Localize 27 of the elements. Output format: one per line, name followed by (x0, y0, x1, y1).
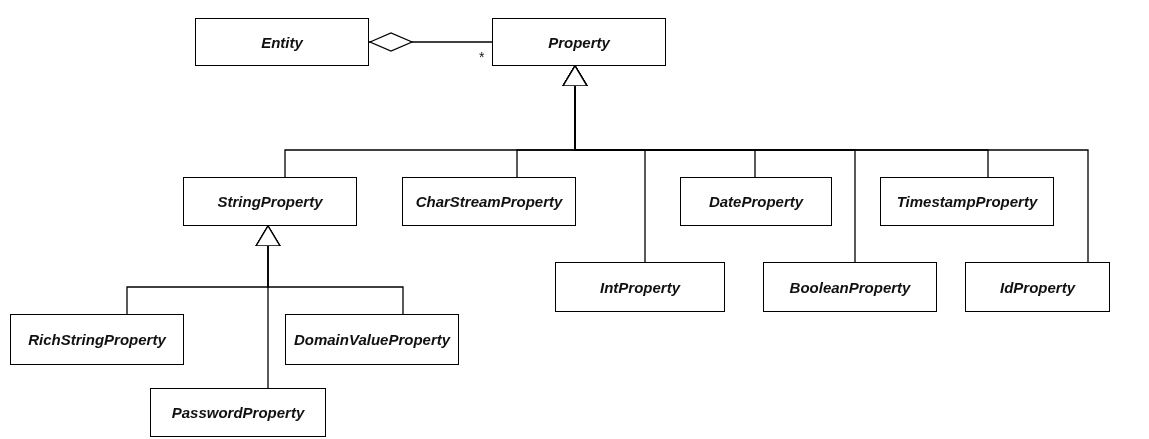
class-box (402, 177, 576, 226)
inheritance-arrow (562, 65, 1089, 263)
class-name: TimestampProperty (896, 193, 1038, 210)
class-box (763, 262, 937, 312)
class-name: StringProperty (217, 193, 323, 210)
inheritance-arrow (255, 225, 281, 389)
class-box (285, 314, 459, 365)
class-box (150, 388, 326, 437)
class-name: Entity (261, 33, 303, 51)
class-box (965, 262, 1110, 312)
class-name: DateProperty (708, 193, 804, 210)
class-name: BooleanProperty (789, 278, 911, 296)
class-name: Property (548, 33, 610, 51)
class-name: PasswordProperty (171, 404, 305, 421)
class-box (555, 262, 725, 312)
class-name: IntProperty (600, 278, 680, 296)
class-box (195, 18, 369, 66)
class-box (492, 18, 666, 66)
class-box (880, 177, 1054, 226)
class-name: CharStreamProperty (415, 193, 563, 210)
aggregation-line (368, 32, 493, 52)
class-name: DomainValueProperty (293, 331, 451, 348)
class-box (680, 177, 832, 226)
class-box (10, 314, 184, 365)
class-name: IdProperty (1000, 278, 1075, 296)
class-box (183, 177, 357, 226)
class-name: RichStringProperty (28, 331, 166, 348)
